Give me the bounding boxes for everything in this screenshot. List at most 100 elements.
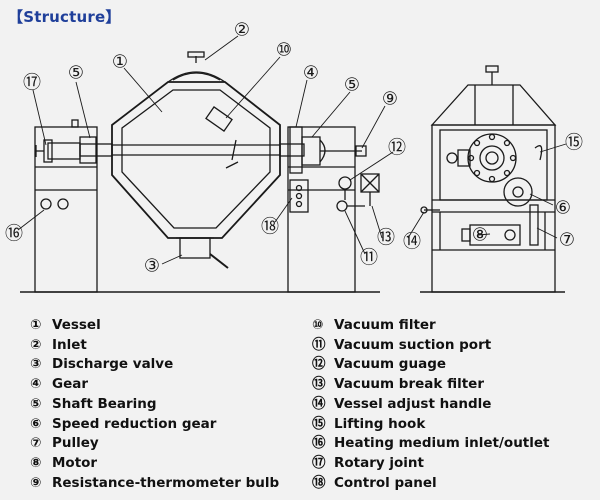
callout-12: ⑫	[388, 138, 406, 159]
heating-port-b	[57, 198, 69, 210]
legend-label: Vacuum break filter	[334, 376, 484, 393]
callout-4: ④	[303, 63, 319, 84]
vacuum-filter-element	[205, 106, 233, 132]
callout-17: ⑰	[23, 73, 41, 94]
callout-9: ⑨	[382, 89, 398, 110]
inlet-cap	[167, 71, 226, 83]
callout-8: ⑧	[472, 225, 488, 246]
control-panel	[289, 179, 309, 213]
legend-label: Gear	[52, 376, 89, 393]
diagram-title: 【Structure】	[8, 8, 121, 26]
legend-item: ④ Gear	[30, 375, 279, 395]
callout-14: ⑭	[403, 232, 421, 253]
legend-item: ① Vessel	[30, 316, 279, 336]
legend-item: ③ Discharge valve	[30, 355, 279, 375]
callout-5b: ⑤	[344, 75, 360, 96]
legend-label: Resistance-thermometer bulb	[52, 474, 280, 491]
right-shaft-bearing	[301, 136, 321, 166]
legend-num: ⑦	[30, 435, 42, 452]
callout-11: ⑪	[360, 248, 378, 269]
callout-15: ⑮	[565, 133, 583, 154]
legend-item: ⑤ Shaft Bearing	[30, 395, 279, 415]
callout-10: ⑩	[276, 40, 292, 61]
callout-16: ⑯	[5, 224, 23, 245]
right-shaft	[279, 143, 305, 157]
legend-item: ⑮ Lifting hook	[312, 415, 550, 435]
legend-label: Vacuum filter	[334, 317, 436, 333]
machine-diagram: ① ② ③ ④ ⑤ ⑤ ⑥ ⑦ ⑧ ⑨ ⑩ ⑪ ⑫ ⑬ ⑭ ⑮ ⑯ ⑰ ⑱	[5, 20, 583, 293]
rotary-joint	[47, 142, 81, 160]
legend-num: ②	[30, 336, 42, 353]
vessel-body	[111, 81, 281, 239]
legend-num: ⑥	[30, 415, 42, 432]
legend-item: ⑪ Vacuum suction port	[312, 336, 550, 356]
legend-item: ⑯ Heating medium inlet/outlet	[312, 434, 550, 454]
legend-label: Speed reduction gear	[52, 415, 217, 432]
legend-item: ⑧ Motor	[30, 454, 279, 474]
legend-label: Motor	[52, 454, 98, 471]
vacuum-gauge	[338, 176, 352, 190]
front-housing	[431, 124, 556, 293]
legend-label: Vessel adjust handle	[334, 395, 492, 412]
heating-port-a	[40, 198, 52, 210]
callout-1: ①	[112, 52, 128, 73]
legend-num: ⑬	[312, 376, 326, 393]
callout-3: ③	[144, 256, 160, 277]
callouts: ① ② ③ ④ ⑤ ⑤ ⑥ ⑦ ⑧ ⑨ ⑩ ⑪ ⑫ ⑬ ⑭ ⑮ ⑯ ⑰ ⑱	[5, 20, 583, 277]
legend-label: Shaft Bearing	[52, 395, 157, 412]
vessel-inner-wall	[121, 89, 271, 229]
legend-num: ⑯	[312, 435, 326, 452]
pulley	[529, 204, 539, 246]
callout-6: ⑥	[555, 198, 571, 219]
legend-item: ⑩ Vacuum filter	[312, 316, 550, 336]
legend-num: ⑫	[312, 356, 326, 373]
legend-label: Heating medium inlet/outlet	[334, 435, 550, 452]
legend-item: ⑭ Vessel adjust handle	[312, 395, 550, 415]
legend-num: ⑮	[312, 415, 326, 432]
legend-num: ⑤	[30, 395, 42, 412]
legend-item: ⑦ Pulley	[30, 434, 279, 454]
legend-label: Vacuum guage	[334, 356, 447, 373]
legend-num: ⑰	[312, 454, 326, 471]
side-view	[20, 51, 380, 293]
legend-label: Vessel	[52, 317, 101, 333]
legend-label: Lifting hook	[334, 415, 426, 432]
legend-right-column: ⑩ Vacuum filter ⑪ Vacuum suction port ⑫ Vac…	[312, 316, 550, 493]
left-shaft-bearing	[79, 136, 97, 164]
legend-label: Vacuum suction port	[334, 336, 492, 353]
front-housing-roof	[430, 84, 557, 126]
callout-2: ②	[234, 20, 250, 41]
callout-5a: ⑤	[68, 63, 84, 84]
legend-num: ④	[30, 376, 42, 393]
legend-label: Discharge valve	[52, 356, 174, 373]
legend-item: ⑬ Vacuum break filter	[312, 375, 550, 395]
front-view	[420, 65, 565, 293]
gear-housing	[289, 126, 303, 174]
legend-item: ⑱ Control panel	[312, 474, 550, 494]
legend-num: ⑩	[312, 317, 324, 333]
legend-num: ⑭	[312, 395, 326, 412]
legend-label: Control panel	[334, 474, 437, 491]
legend-num: ③	[30, 356, 42, 373]
legend-num: ⑱	[312, 474, 326, 491]
speed-reduction-gear	[503, 177, 533, 207]
legend-num: ⑨	[30, 474, 42, 491]
legend-item: ⑨ Resistance-thermometer bulb	[30, 474, 279, 494]
legend-label: Pulley	[52, 435, 99, 452]
legend-num: ⑧	[30, 454, 42, 471]
legend-item: ⑥ Speed reduction gear	[30, 415, 279, 435]
callout-13: ⑬	[377, 228, 395, 249]
callout-18: ⑱	[261, 217, 279, 238]
leader-lines	[17, 35, 567, 265]
legend-item: ⑫ Vacuum guage	[312, 355, 550, 375]
legend-num: ①	[30, 317, 42, 333]
legend-item: ⑰ Rotary joint	[312, 454, 550, 474]
flange-bolts	[467, 133, 517, 183]
discharge-valve	[179, 237, 211, 259]
callout-7: ⑦	[559, 230, 575, 251]
legend-num: ⑪	[312, 336, 326, 353]
vacuum-suction-port	[336, 200, 348, 212]
legend-label: Rotary joint	[334, 454, 424, 471]
